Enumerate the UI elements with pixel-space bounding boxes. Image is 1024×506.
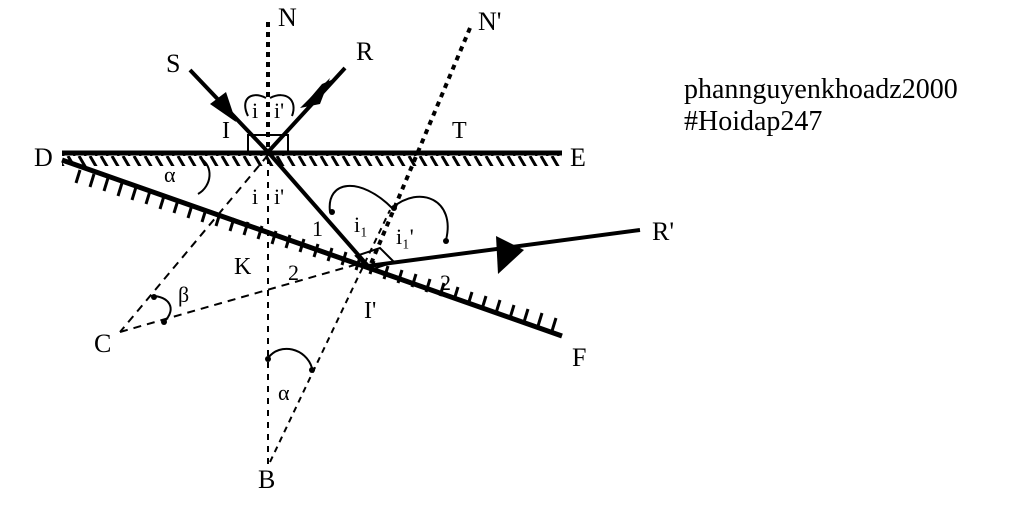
arc-i1 (328, 184, 393, 213)
label-d: D (34, 143, 53, 172)
line-c-iprime (119, 261, 366, 333)
label-s: S (166, 49, 180, 78)
label-alpha-bottom: α (278, 380, 290, 405)
normal-n-prime (368, 27, 472, 267)
mirror-df-surface (61, 157, 563, 339)
credit-tag: #Hoidap247 (684, 106, 823, 137)
label-i-prime-point: I' (364, 298, 376, 324)
credit-block: phannguyenkhoadz2000 #Hoidap247 (684, 74, 958, 138)
arrow-incident (210, 92, 236, 122)
dot-i1 (329, 209, 335, 215)
label-i-top: i (252, 98, 258, 123)
label-e: E (570, 143, 586, 172)
arc-alpha-top (197, 157, 211, 195)
ray-i-to-iprime (266, 150, 370, 268)
label-two-right: 2 (440, 270, 451, 295)
label-n: N (278, 3, 297, 32)
arc-alpha-bottom (267, 348, 313, 369)
line-b-up (269, 209, 391, 463)
arc-i-prime (269, 94, 295, 117)
label-i1: i₁ (354, 212, 368, 237)
arrow-reflected-r-head (300, 78, 330, 108)
label-i-prime-below: i' (274, 184, 284, 209)
label-k: K (234, 254, 252, 280)
dot-i1-prime (391, 205, 397, 211)
line-i-c (119, 154, 269, 333)
arc-i1-prime (391, 195, 449, 241)
label-r-prime: R' (652, 217, 674, 246)
dot-i1-prime-end (443, 238, 449, 244)
label-one: 1 (312, 216, 323, 241)
label-two-left: 2 (288, 260, 299, 285)
label-alpha-top: α (164, 162, 176, 187)
label-n-prime: N' (478, 7, 501, 36)
dot-beta-top (151, 294, 157, 300)
dot-alpha-left (265, 356, 271, 362)
label-beta: β (178, 282, 189, 307)
label-i-prime-top: i' (274, 98, 284, 123)
dot-beta-bottom (161, 319, 167, 325)
credit-author: phannguyenkhoadz2000 (684, 74, 958, 105)
label-f: F (572, 343, 586, 372)
arc-beta (151, 295, 172, 323)
dot-alpha-right (309, 367, 315, 373)
right-angle-i (247, 134, 289, 154)
label-c: C (94, 329, 111, 358)
right-angle-iprime (354, 246, 396, 272)
mirror-de-hatching (62, 154, 562, 166)
label-b: B (258, 465, 275, 494)
label-r: R (356, 37, 374, 66)
arc-i (244, 94, 267, 117)
arrow-reflected-r-prime (496, 236, 524, 274)
label-i-below: i (252, 184, 258, 209)
ray-reflected-r (266, 66, 347, 154)
label-i-point: I (222, 118, 230, 144)
label-i1-prime: i₁' (396, 224, 414, 249)
label-t: T (452, 118, 467, 144)
